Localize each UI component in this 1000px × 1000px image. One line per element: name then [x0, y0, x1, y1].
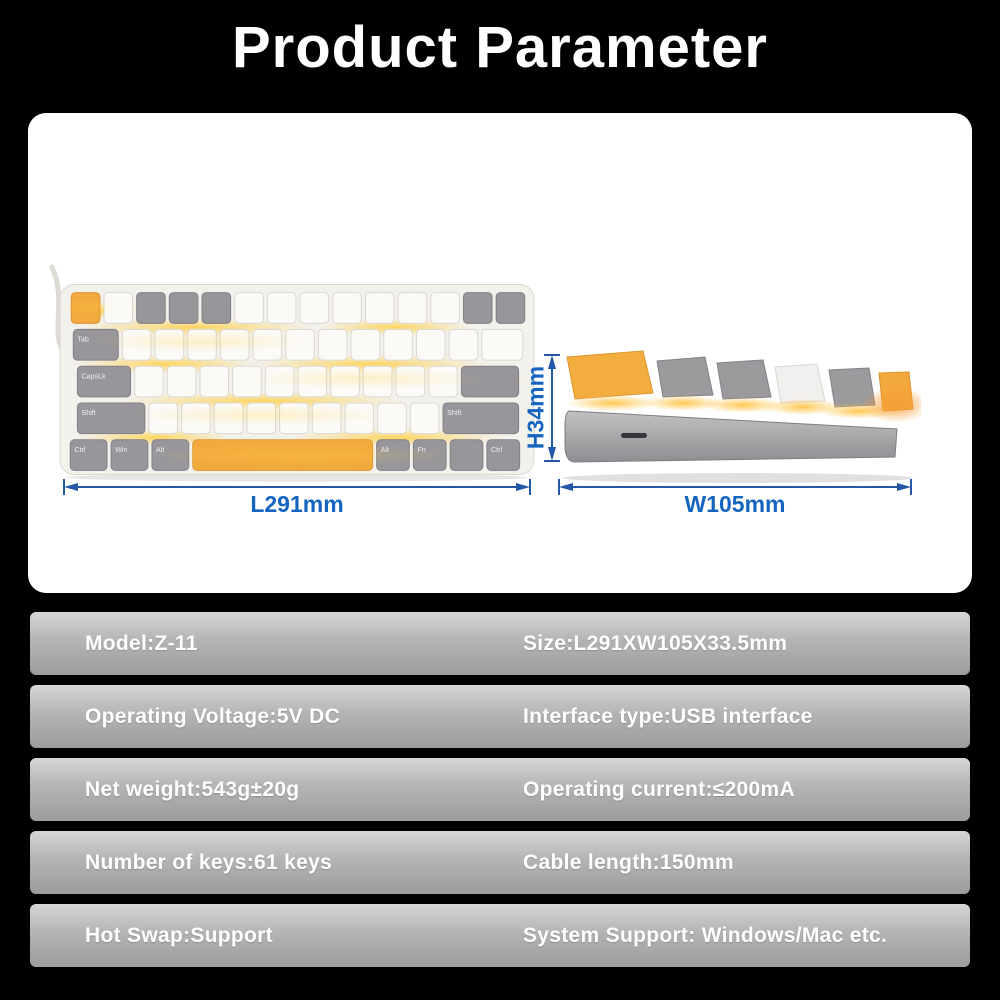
spec-model: Model:Z-11 [85, 631, 198, 655]
spec-operating-voltage: Operating Voltage:5V DC [85, 704, 341, 728]
product-dimensions-panel: Tab CapsLk Shift Shift Ctrl Win Alt Alt … [28, 113, 972, 593]
side-backlight-glow [567, 387, 921, 423]
left-shift-key-label: Shift [81, 409, 95, 417]
left-ctrl-key-label: Ctrl [74, 446, 85, 454]
backlight-glow-bleed [62, 298, 487, 466]
usb-port [621, 433, 647, 438]
tab-key-label: Tab [77, 336, 89, 344]
win-key [110, 439, 149, 471]
length-dimension-label: L291mm [250, 491, 344, 517]
spec-cable-length: Cable length:150mm [523, 850, 734, 874]
side-case [564, 410, 898, 463]
spec-operating-current: Operating current:≤200mA [523, 777, 795, 801]
capslock-key-label: CapsLk [81, 372, 106, 380]
side-esc-keycap [566, 350, 654, 400]
spec-hot-swap: Hot Swap:Support [85, 923, 273, 947]
right-ctrl-key [486, 439, 521, 471]
capslock-key [76, 365, 132, 398]
right-ctrl-key-label: Ctrl [491, 446, 502, 454]
spec-row-weight-current: Net weight:543g±20g Operating current:≤2… [30, 758, 970, 821]
keyboard-shadow [67, 473, 527, 482]
keyboard-front-image: Tab CapsLk Shift Shift Ctrl Win Alt Alt … [59, 283, 535, 482]
spec-row-keys-cable: Number of keys:61 keys Cable length:150m… [30, 831, 970, 894]
right-shift-key-label: Shift [447, 409, 461, 417]
keyboard-side-shadow [563, 473, 913, 483]
page-title: Product Parameter [232, 15, 768, 80]
spec-system-support: System Support: Windows/Mac etc. [523, 923, 888, 947]
side-keycaps [566, 350, 914, 412]
spec-row-model-size: Model:Z-11 Size:L291XW105X33.5mm [30, 612, 970, 675]
width-dimension-label: W105mm [684, 491, 786, 517]
left-shift-key [76, 402, 146, 435]
width-dimension-line [558, 479, 912, 495]
spec-interface-type: Interface type:USB interface [523, 704, 813, 728]
spec-row-hotswap-system: Hot Swap:Support System Support: Windows… [30, 904, 970, 967]
spec-size: Size:L291XW105X33.5mm [523, 631, 788, 655]
height-dimension-line [544, 354, 560, 462]
spec-number-of-keys: Number of keys:61 keys [85, 850, 333, 874]
win-key-label: Win [115, 446, 127, 454]
height-dimension-label: H34mm [522, 365, 549, 450]
spec-table: Model:Z-11 Size:L291XW105X33.5mm Operati… [30, 612, 970, 977]
spec-row-voltage-interface: Operating Voltage:5V DC Interface type:U… [30, 685, 970, 748]
keyboard-side-image [563, 350, 921, 483]
right-shift-key [442, 402, 520, 435]
left-alt-key-label: Alt [156, 446, 164, 454]
length-dimension-line [63, 479, 531, 495]
left-ctrl-key [69, 439, 108, 471]
spec-net-weight: Net weight:543g±20g [85, 777, 300, 801]
